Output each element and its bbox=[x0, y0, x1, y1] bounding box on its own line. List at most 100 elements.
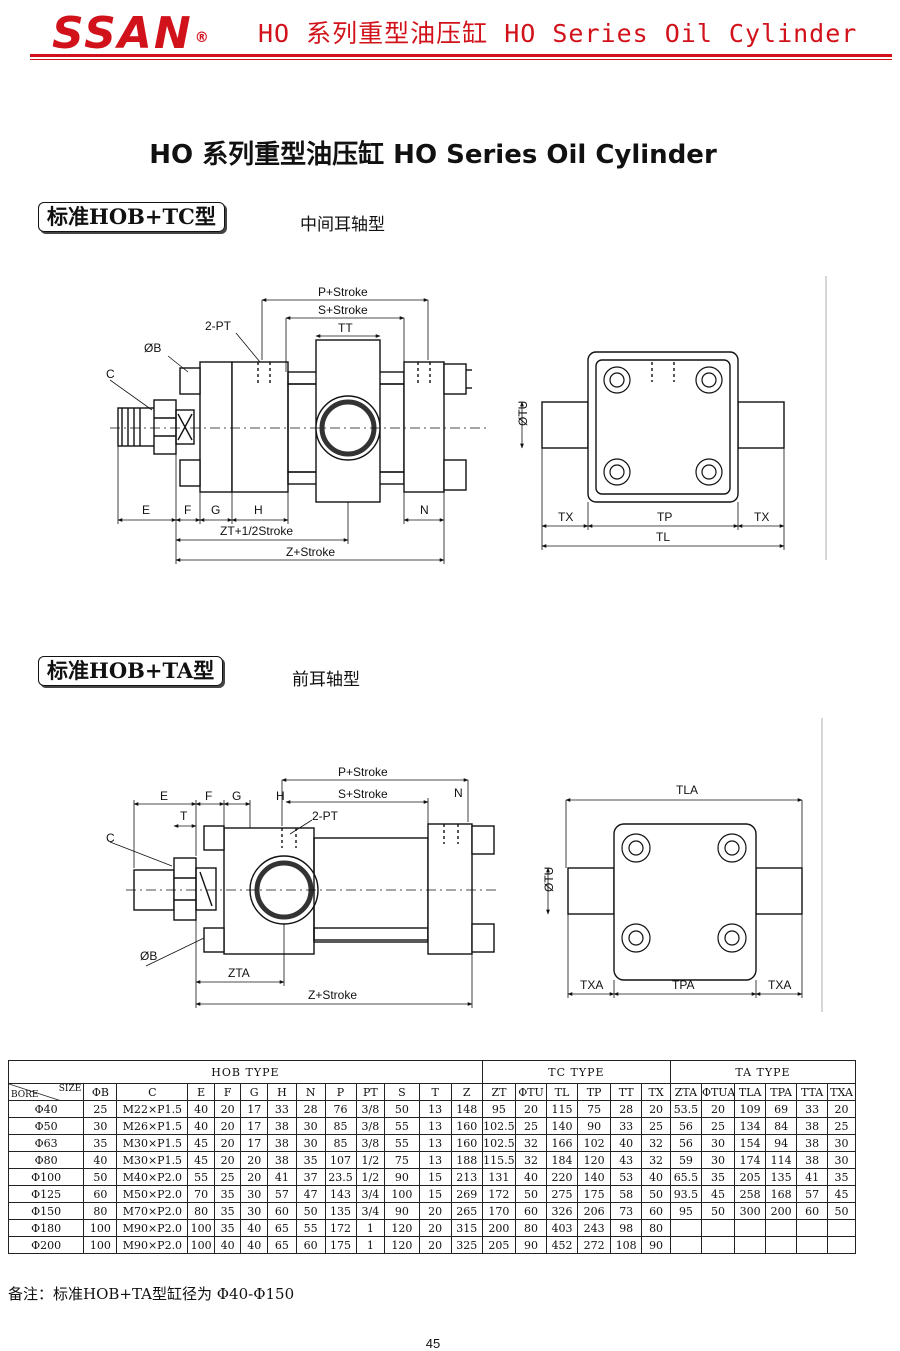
table-cell: 315 bbox=[450, 1219, 483, 1237]
table-cell: 269 bbox=[450, 1185, 483, 1203]
col-header: S bbox=[384, 1083, 420, 1101]
table-cell: 1 bbox=[355, 1219, 386, 1237]
table-cell: 50 bbox=[700, 1202, 736, 1220]
table-cell bbox=[765, 1219, 798, 1237]
table-cell: 30 bbox=[83, 1117, 118, 1135]
label-n: N bbox=[420, 503, 429, 517]
col-header: P bbox=[324, 1083, 357, 1101]
table-cell: 30 bbox=[295, 1117, 326, 1135]
table-cell: 41 bbox=[796, 1168, 829, 1186]
table-cell: 13 bbox=[418, 1100, 452, 1118]
header-rule bbox=[30, 54, 892, 57]
table-cell: 73 bbox=[610, 1202, 643, 1220]
table-cell: 172 bbox=[324, 1219, 357, 1237]
label-tx-right: TX bbox=[754, 510, 769, 524]
brand-logo: SSAN® bbox=[52, 8, 211, 59]
table-cell: 65.5 bbox=[669, 1168, 702, 1186]
table-cell: 1 bbox=[355, 1236, 386, 1254]
table-cell: 15 bbox=[418, 1185, 452, 1203]
table-cell: 17 bbox=[240, 1117, 268, 1135]
corner-cell: SIZE BORE bbox=[7, 1083, 85, 1101]
table-cell: 115.5 bbox=[481, 1151, 517, 1169]
spec-table: HOB TYPE TC TYPE TA TYPE SIZE BORE ΦB C … bbox=[7, 1060, 857, 1254]
label-ta-p-stroke: P+Stroke bbox=[338, 765, 388, 779]
table-cell: 326 bbox=[546, 1202, 578, 1220]
col-header: TXA bbox=[827, 1083, 856, 1101]
table-cell: 60 bbox=[515, 1202, 548, 1220]
col-header: ΦTU bbox=[515, 1083, 548, 1101]
col-header: TT bbox=[610, 1083, 643, 1101]
label-e: E bbox=[142, 503, 150, 517]
table-cell: 40 bbox=[83, 1151, 118, 1169]
table-cell: 100 bbox=[187, 1219, 215, 1237]
table-cell: 53.5 bbox=[669, 1100, 702, 1118]
table-cell: 23.5 bbox=[324, 1168, 357, 1186]
technical-drawings: P+Stroke S+Stroke TT 2-PT ØB C E F G H N… bbox=[106, 276, 827, 1012]
table-cell: 102.5 bbox=[481, 1117, 517, 1135]
table-cell bbox=[796, 1219, 829, 1237]
header-rule-thin bbox=[30, 59, 892, 60]
table-cell: 206 bbox=[576, 1202, 612, 1220]
label-tp: TP bbox=[657, 510, 672, 524]
bore-cell: Φ180 bbox=[7, 1219, 85, 1237]
table-cell: 56 bbox=[669, 1117, 702, 1135]
table-cell: 115 bbox=[546, 1100, 578, 1118]
table-cell: 60 bbox=[796, 1202, 829, 1220]
table-cell: M70×P2.0 bbox=[116, 1202, 189, 1220]
table-cell: 25 bbox=[83, 1100, 118, 1118]
table-cell: 35 bbox=[827, 1168, 856, 1186]
label-ta-z: Z+Stroke bbox=[308, 988, 357, 1002]
col-header: G bbox=[240, 1083, 268, 1101]
table-cell: 50 bbox=[641, 1185, 671, 1203]
table-cell bbox=[796, 1236, 829, 1254]
col-header: ZT bbox=[481, 1083, 517, 1101]
table-cell: 40 bbox=[213, 1236, 242, 1254]
table-cell: 45 bbox=[187, 1134, 215, 1152]
label-ta-tu: ØTU bbox=[542, 867, 556, 892]
table-cell: 102.5 bbox=[481, 1134, 517, 1152]
table-cell: 50 bbox=[515, 1185, 548, 1203]
table-cell: 25 bbox=[827, 1117, 856, 1135]
table-cell bbox=[734, 1219, 767, 1237]
table-cell: 15 bbox=[418, 1168, 452, 1186]
table-cell: 38 bbox=[266, 1134, 297, 1152]
table-cell: 17 bbox=[240, 1134, 268, 1152]
table-cell: 25 bbox=[213, 1168, 242, 1186]
table-cell: 85 bbox=[324, 1117, 357, 1135]
table-cell: 76 bbox=[324, 1100, 357, 1118]
table-cell: 100 bbox=[187, 1236, 215, 1254]
label-b: ØB bbox=[144, 341, 161, 355]
col-header: E bbox=[187, 1083, 215, 1101]
col-header: TPA bbox=[765, 1083, 798, 1101]
tc-side-dimensions bbox=[109, 298, 445, 564]
table-cell: 37 bbox=[295, 1168, 326, 1186]
table-cell: 70 bbox=[187, 1185, 215, 1203]
group-ta: TA TYPE bbox=[669, 1060, 857, 1084]
table-cell: 75 bbox=[384, 1151, 420, 1169]
table-cell: 148 bbox=[450, 1100, 483, 1118]
table-cell: 33 bbox=[610, 1117, 643, 1135]
table-cell: 59 bbox=[669, 1151, 702, 1169]
col-header: TL bbox=[546, 1083, 578, 1101]
table-cell: 107 bbox=[324, 1151, 357, 1169]
table-cell: 60 bbox=[83, 1185, 118, 1203]
table-cell: 32 bbox=[641, 1151, 671, 1169]
corner-diagonal bbox=[9, 1084, 59, 1100]
table-cell: 13 bbox=[418, 1134, 452, 1152]
ta-side-labels: P+Stroke S+Stroke 2-PT E F G H N T C ØB … bbox=[106, 765, 463, 1002]
table-cell: 20 bbox=[213, 1134, 242, 1152]
table-cell: 170 bbox=[481, 1202, 517, 1220]
table-cell: 50 bbox=[295, 1202, 326, 1220]
label-tu: ØTU bbox=[516, 401, 530, 426]
table-cell: 168 bbox=[765, 1185, 798, 1203]
corner-size: SIZE bbox=[58, 1084, 82, 1095]
table-cell: 50 bbox=[83, 1168, 118, 1186]
table-cell: 45 bbox=[827, 1185, 856, 1203]
table-cell: 213 bbox=[450, 1168, 483, 1186]
table-cell: 275 bbox=[546, 1185, 578, 1203]
ta-side-view bbox=[126, 823, 500, 955]
table-cell: 38 bbox=[266, 1151, 297, 1169]
